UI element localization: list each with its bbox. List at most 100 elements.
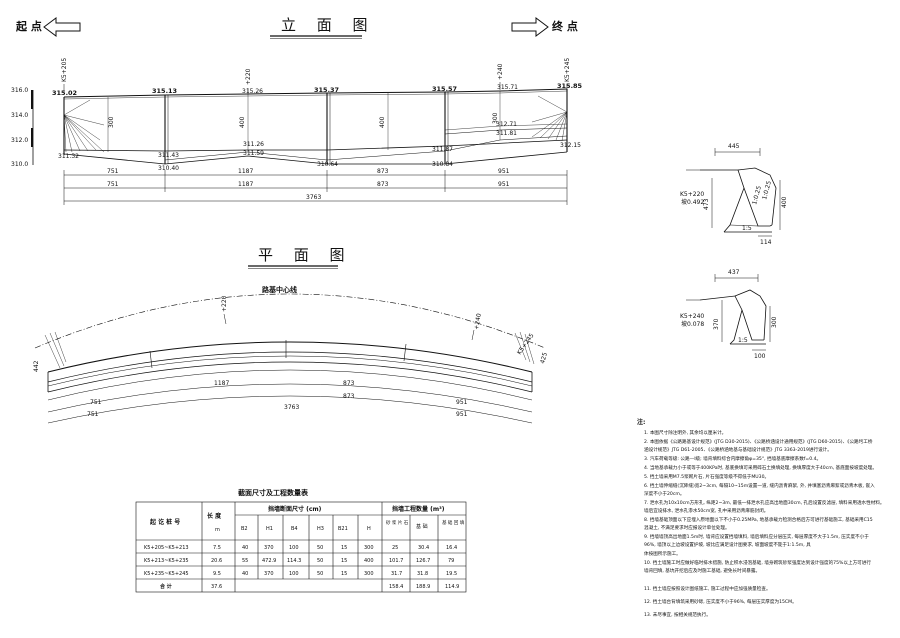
plan-centerline-label: 路基中心线 — [262, 285, 297, 294]
table-cell: 合 计 — [159, 583, 172, 590]
bot-elev-4: 311.26 — [243, 141, 264, 148]
elev-dim-1-1187: 1187 — [238, 168, 253, 175]
note-line: 1. 本图尺寸除注明外, 其余均以厘米计。 — [644, 429, 726, 436]
table-cell: 16.4 — [446, 545, 457, 551]
sec1-h2: 400 — [781, 196, 788, 208]
plan-dim-1187: 1187 — [214, 380, 229, 387]
table-cell: 40 — [242, 571, 248, 577]
table-cell: 370 — [264, 571, 274, 577]
th-b21: B21 — [338, 526, 348, 532]
plan-side-dim-442: 442 — [33, 360, 40, 372]
table-cell: 300 — [364, 571, 374, 577]
table-cell: 114.3 — [287, 558, 301, 564]
plan-dim-total: 3763 — [284, 404, 299, 411]
table-cell: 15 — [341, 558, 347, 564]
scale-tick-314: 314.0 — [11, 112, 28, 119]
end-fan-hatch — [531, 95, 568, 142]
table-cell: 50 — [317, 571, 323, 577]
table-cell: 400 — [364, 558, 374, 564]
top-elev-6: 315.71 — [497, 84, 518, 91]
sec1-slope: 坡0.492 — [681, 198, 704, 206]
note-line: 6. 挡土墙伸缩缝(沉降缝)宽2~3cm, 每隔10~15m设置一道, 缝内沥青… — [644, 482, 875, 489]
note-line: 10. 挡土墙施工时应做好临时排水措施, 防止积水浸泡基础, 墙身砌筑砂浆强度达… — [644, 559, 871, 566]
top-elev-3: 315.26 — [242, 88, 263, 95]
th-backfill: 基 础 回 填 — [442, 519, 465, 526]
th-h3: H3 — [317, 526, 324, 532]
th-b2: B2 — [241, 526, 248, 532]
notes-title: 注: — [637, 418, 645, 426]
table-cell: 50 — [317, 558, 323, 564]
plan-side-dim-425: 425 — [539, 351, 549, 364]
th-h1: H1 — [266, 526, 273, 532]
table-cell: 55 — [242, 558, 248, 564]
table-cell: K5+235~K5+245 — [144, 571, 189, 577]
table-cell: 15 — [341, 545, 347, 551]
height-1: 300 — [108, 116, 115, 128]
table-row: K5+213~K5+235 20.6 55 472.9 114.3 50 15 … — [144, 558, 454, 564]
height-4: 300 — [492, 112, 499, 124]
sec1-slope-a: 1:0.25 — [751, 185, 763, 206]
table-cell: K5+205~K5+213 — [144, 545, 189, 551]
cross-section-k5-240 — [686, 274, 771, 351]
table-cell: 50 — [317, 545, 323, 551]
elev-dim-total: 3763 — [306, 194, 321, 201]
end-marker: 终 点 — [511, 17, 578, 37]
note-line: 墙背回填, 基坑开挖后应及时施工基础, 避免长时间暴露。 — [644, 567, 760, 574]
note-line: 5. 挡土墙采用M7.5浆砌片石, 片石强度等级不得低于MU30。 — [644, 473, 769, 480]
table-cell: 100 — [289, 571, 299, 577]
bot-elev-8: 310.84 — [432, 161, 453, 168]
plan-dim-951-b: 951 — [456, 411, 468, 418]
elev-dim-1-751: 751 — [107, 168, 119, 175]
cross-section-k5-220 — [686, 148, 781, 237]
sec1-top-dim: 445 — [728, 143, 740, 150]
end-label: 终 点 — [552, 19, 578, 33]
table-row: K5+205~K5+213 7.5 40 370 100 50 15 300 2… — [144, 545, 457, 551]
elevation-view: 立 面 图 K5+205 +220 +240 K5+245 316.0 314.… — [11, 16, 583, 205]
note-line: 4. 当地基承载力小于或等于400KPa时, 基底换填可采用碎石土换填处理, 换… — [644, 464, 877, 471]
table-cell: 25 — [392, 545, 398, 551]
note-line: 96%, 墙顶以上边坡设置护坡, 坡比应满足设计图要求, 坡面坡度不陡于1:1.… — [644, 541, 811, 548]
plan-station-220: +220 — [221, 295, 228, 312]
table-cell: 31.7 — [391, 571, 402, 577]
elev-dim-1-951: 951 — [498, 168, 510, 175]
start-fan-hatch — [63, 99, 105, 153]
table-cell: 472.9 — [262, 558, 276, 564]
note-line: 8. 挡墙基础顶面以下应埋入原地面以下不小于0.25MPa, 地基承载力检测合格… — [644, 516, 873, 523]
th-station: 起 讫 桩 号 — [149, 518, 180, 526]
sec1-ratio: 1:5 — [742, 225, 752, 232]
plan-start-hatch — [44, 331, 67, 369]
start-label: 起 点 — [15, 19, 42, 33]
table-cell: 100 — [289, 545, 299, 551]
table-cell: 158.4 — [389, 584, 403, 590]
top-elev-7: 315.85 — [557, 82, 583, 90]
table-cell: 15 — [341, 571, 347, 577]
table-row: K5+235~K5+245 9.5 40 370 100 50 15 300 3… — [144, 571, 457, 577]
top-elev-2: 315.13 — [152, 87, 177, 95]
plan-station-k5-245: K5+245 — [516, 332, 536, 356]
table-cell: 9.5 — [213, 571, 221, 577]
table-cell: 40 — [242, 545, 248, 551]
bot-elev-3: 310.40 — [158, 165, 179, 172]
th-dims-group: 挡墙断面尺寸 (cm) — [268, 505, 322, 513]
quantity-table: 截面尺寸及工程数量表 起 讫 桩 号 长 度 m 挡墙断面尺寸 (cm) 挡墙工… — [135, 488, 467, 593]
bot-elev-6: 310.64 — [317, 161, 338, 168]
bot-elev-7: 311.87 — [432, 146, 453, 153]
table-cell: 79 — [448, 558, 454, 564]
plan-dim-951-a: 951 — [456, 399, 468, 406]
note-line: 墙后宜设排水, 泄水孔渗水50cm宽, 孔中采用沥青麻筋封闭。 — [644, 507, 768, 514]
sec2-station: K5+240 — [680, 313, 704, 320]
table-cell: 300 — [364, 545, 374, 551]
design-notes: 注: 1. 本图尺寸除注明外, 其余均以厘米计。 2. 本图依据《公路路基设计规… — [637, 418, 885, 618]
plan-dim-873-b: 873 — [343, 393, 355, 400]
sec2-base: 100 — [754, 353, 766, 360]
bot-elev-5: 311.59 — [243, 150, 264, 157]
height-3: 400 — [379, 116, 386, 128]
bot-elev-1: 311.32 — [58, 153, 79, 160]
elev-dim-2-1187: 1187 — [238, 181, 253, 188]
plan-station-240: +240 — [473, 313, 483, 331]
note-line: 体按图所示施工。 — [644, 550, 681, 557]
table-row-total: 合 计 37.6 158.4 188.9 114.9 — [159, 583, 459, 590]
plan-dim-751-b: 751 — [87, 411, 99, 418]
table-cell: 114.9 — [445, 584, 459, 590]
